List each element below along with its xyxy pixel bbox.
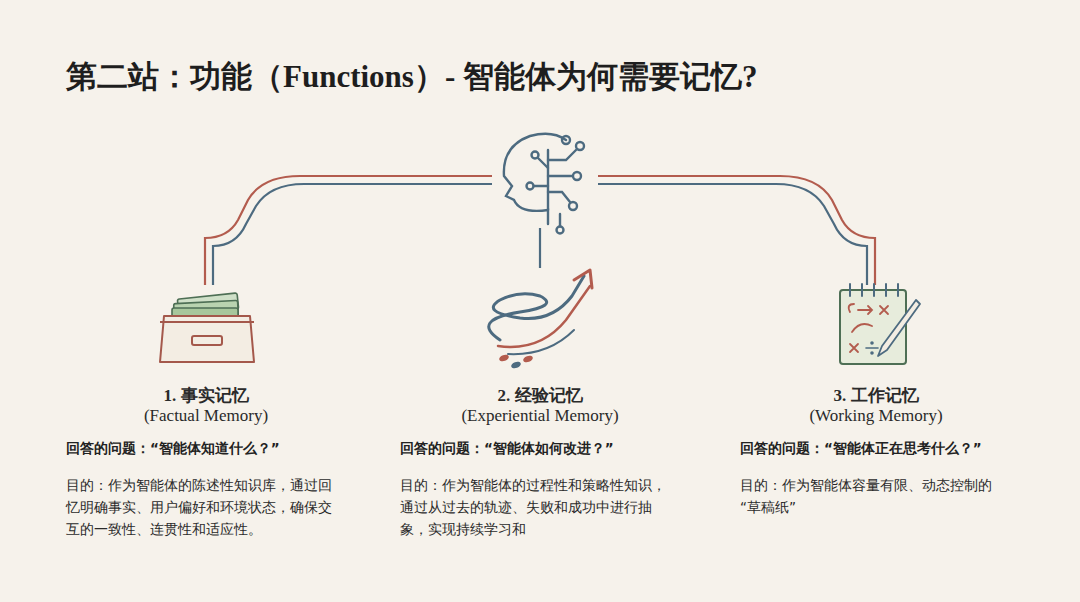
page-title: 第二站：功能（Functions）- 智能体为何需要记忆? bbox=[66, 56, 758, 98]
drawer-icon bbox=[160, 293, 254, 362]
branch-lines bbox=[205, 176, 875, 285]
purpose-text: 目的：作为智能体的过程性和策略性知识，通过从过去的轨迹、失败和成功中进行抽象，实… bbox=[400, 474, 672, 540]
question-line: 回答的问题：“智能体如何改进？” bbox=[400, 440, 614, 458]
experience-icon bbox=[489, 270, 592, 354]
purpose-text: 目的：作为智能体的陈述性知识库，通过回忆明确事实、用户偏好和环境状态，确保交互的… bbox=[66, 474, 338, 540]
memory-subheading: (Experiential Memory) bbox=[461, 406, 618, 426]
memory-heading: 3. 工作记忆 bbox=[834, 384, 919, 407]
memory-heading: 2. 经验记忆 bbox=[498, 384, 583, 407]
notepad-icon bbox=[840, 284, 920, 364]
brain-icon bbox=[504, 134, 584, 234]
memory-heading: 1. 事实记忆 bbox=[164, 384, 249, 407]
memory-subheading: (Factual Memory) bbox=[144, 406, 268, 426]
question-line: 回答的问题：“智能体知道什么？” bbox=[66, 440, 280, 458]
footprints bbox=[498, 353, 533, 369]
memory-subheading: (Working Memory) bbox=[809, 406, 942, 426]
purpose-text: 目的：作为智能体容量有限、动态控制的“草稿纸” bbox=[740, 474, 1012, 518]
question-line: 回答的问题：“智能体正在思考什么？” bbox=[740, 440, 982, 458]
